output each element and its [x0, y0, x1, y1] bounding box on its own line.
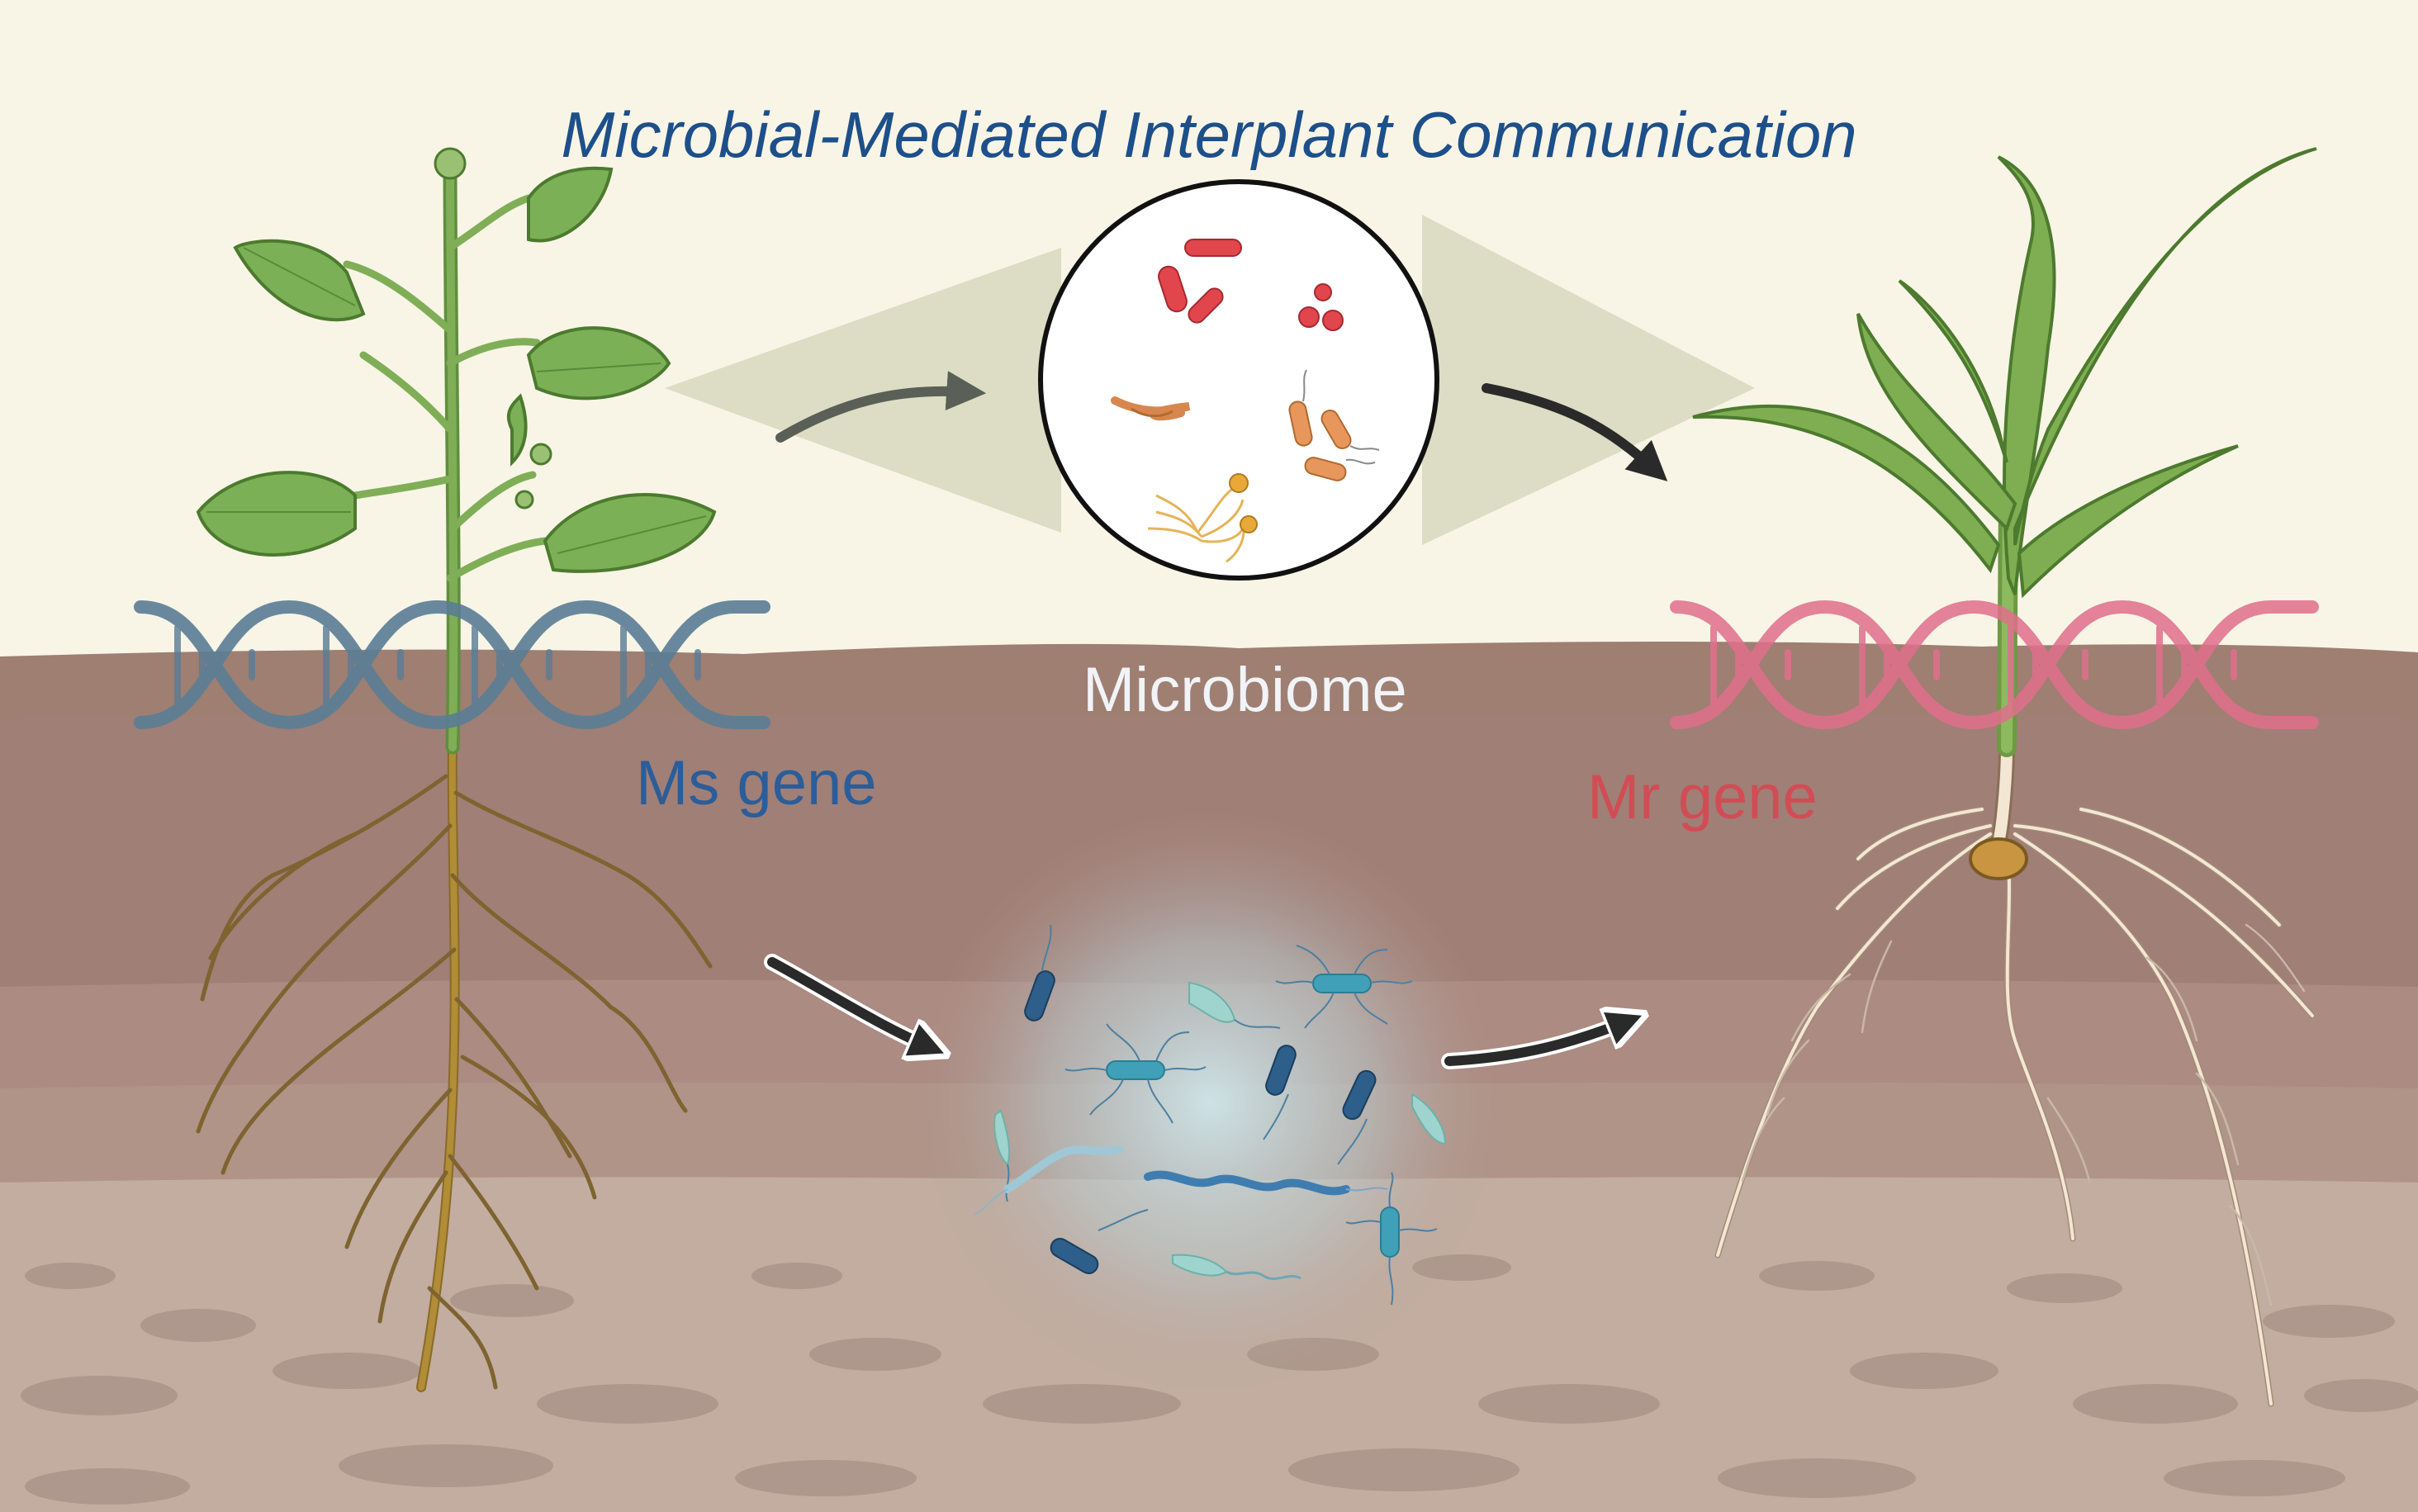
flow-arrow [767, 957, 933, 1049]
zoom-cone-left [665, 248, 1061, 533]
soil-bacteria [974, 924, 1447, 1306]
flow-arrow [775, 371, 987, 443]
ms-gene-label: Ms gene [636, 748, 877, 818]
magnifier-circle [1038, 179, 1439, 581]
fungus [1147, 486, 1245, 563]
soil-stones [21, 1254, 2418, 1505]
flow-arrow [1482, 383, 1668, 481]
mr-dna-helix [1670, 600, 2319, 730]
ms-dna-helix [134, 600, 770, 730]
diagram-title: Microbial-Mediated Interplant Communicat… [561, 98, 1857, 171]
monocot-leaves [1692, 147, 2317, 599]
microbiome-label: Microbiome [1083, 655, 1407, 725]
monocot-roots [1714, 739, 2316, 1407]
dicot-plant [196, 147, 717, 1392]
dicot-roots [196, 738, 713, 1392]
flow-arrow [1444, 1020, 1631, 1066]
zoom-cone-right [1422, 215, 1755, 545]
mr-gene-label: Mr gene [1587, 762, 1818, 832]
